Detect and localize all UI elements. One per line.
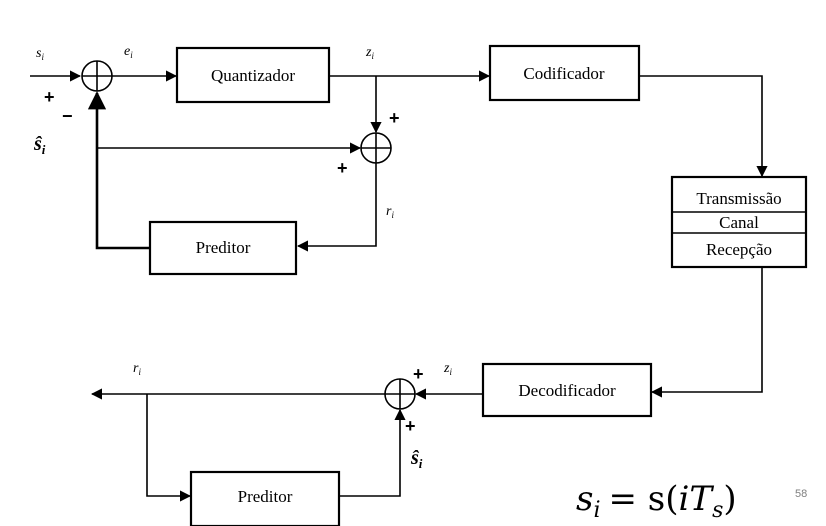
r-line-top bbox=[296, 163, 377, 252]
predictor-bottom-block: Preditor bbox=[189, 470, 341, 526]
plus-sign-input: + bbox=[44, 87, 55, 107]
label-r-i-top: ri bbox=[386, 204, 394, 220]
feedback-line bbox=[87, 91, 150, 250]
encoder-to-channel-line bbox=[639, 75, 768, 178]
predictor-top-label: Preditor bbox=[196, 238, 251, 257]
svg-text:ri: ri bbox=[386, 204, 394, 220]
plus-sign-s-hat: + bbox=[337, 158, 348, 178]
predictor-bottom-label: Preditor bbox=[238, 487, 293, 506]
s-hat-line-bottom bbox=[339, 408, 406, 497]
label-s-i: si bbox=[36, 46, 44, 62]
label-z-i-top: zi bbox=[365, 45, 374, 61]
channel-label: Canal bbox=[719, 213, 759, 232]
svg-text:ei: ei bbox=[124, 44, 133, 60]
minus-sign-feedback: − bbox=[62, 106, 73, 126]
svg-text:ri: ri bbox=[133, 361, 141, 377]
summing-junction-3 bbox=[384, 378, 416, 410]
channel-rx-label: Recepção bbox=[706, 240, 772, 259]
channel-to-decoder-line bbox=[650, 267, 763, 398]
svg-text:si: si bbox=[36, 46, 44, 62]
decoder-block: Decodificador bbox=[481, 362, 653, 418]
predictor-top-block: Preditor bbox=[148, 220, 298, 276]
label-z-i-bottom: zi bbox=[443, 361, 452, 377]
encoder-label: Codificador bbox=[523, 64, 605, 83]
channel-block: Transmissão Canal Recepção bbox=[670, 175, 808, 269]
svg-text:zi: zi bbox=[443, 361, 452, 377]
summing-junction-1 bbox=[81, 60, 113, 92]
decoder-label: Decodificador bbox=[518, 381, 616, 400]
sampling-formula: si= s(iTs) bbox=[576, 479, 737, 523]
svg-text:si= s(iTs): si= s(iTs) bbox=[576, 479, 737, 523]
svg-text:ŝi: ŝi bbox=[410, 447, 423, 471]
label-r-i-bottom: ri bbox=[133, 361, 141, 377]
encoder-block: Codificador bbox=[488, 44, 641, 102]
plus-sign-z-bottom: + bbox=[413, 364, 424, 384]
plus-sign-s-hat-bottom: + bbox=[405, 416, 416, 436]
label-e-i: ei bbox=[124, 44, 133, 60]
svg-text:zi: zi bbox=[365, 45, 374, 61]
plus-sign-z: + bbox=[389, 108, 400, 128]
channel-tx-label: Transmissão bbox=[696, 189, 781, 208]
svg-text:ŝi: ŝi bbox=[33, 133, 46, 157]
label-s-hat-bottom: ŝi bbox=[410, 447, 423, 471]
quantizer-block: Quantizador bbox=[175, 46, 331, 104]
page-number: 58 bbox=[795, 488, 807, 500]
quantizer-label: Quantizador bbox=[211, 66, 295, 85]
label-s-hat-top: ŝi bbox=[33, 133, 46, 157]
r-tap-line-bottom bbox=[146, 394, 192, 502]
summing-junction-2 bbox=[360, 132, 392, 164]
